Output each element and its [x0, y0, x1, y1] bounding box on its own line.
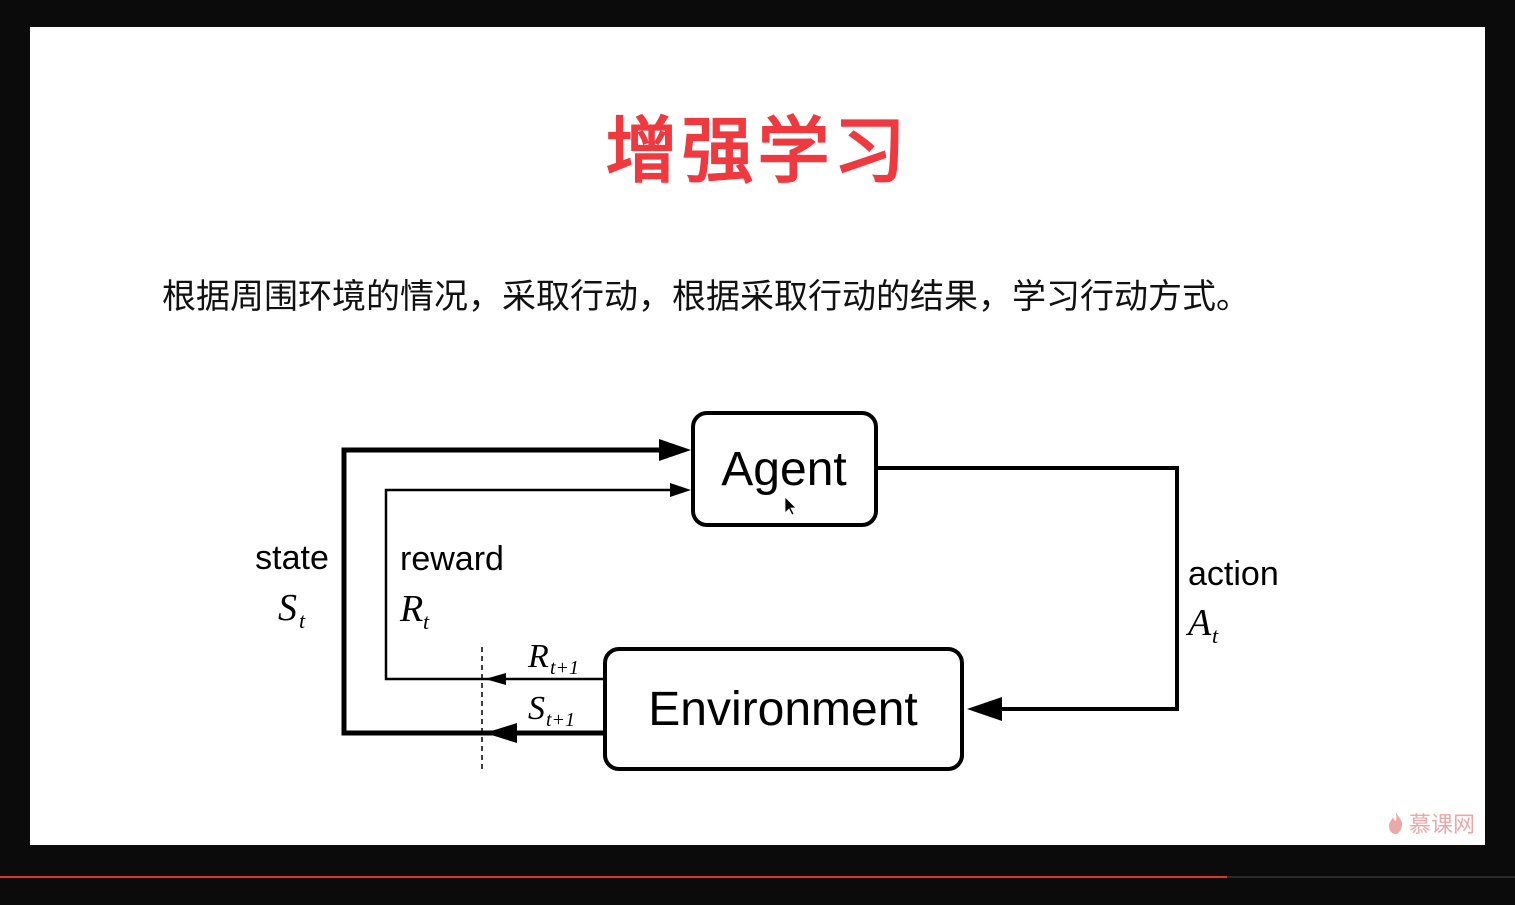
- state-arrow: [341, 439, 691, 743]
- environment-label: Environment: [648, 683, 917, 736]
- rl-loop-diagram: Agent Environment state S t: [255, 411, 1279, 772]
- action-arrow: [876, 466, 1179, 721]
- mouse-cursor-icon: [784, 496, 797, 516]
- flame-icon: [1388, 812, 1403, 834]
- reward-arrow: [384, 483, 691, 685]
- slide-title: 增强学习: [605, 109, 910, 193]
- next-reward-subscript: t+1: [550, 657, 579, 679]
- video-progress-fill: [0, 876, 1228, 878]
- action-subscript: t: [1212, 623, 1219, 648]
- watermark-text: 慕课网: [1408, 813, 1475, 838]
- reward-subscript: t: [423, 609, 430, 634]
- next-state-subscript: t+1: [546, 709, 575, 731]
- next-reward-symbol: R: [527, 638, 549, 675]
- reward-label: reward: [400, 540, 504, 578]
- state-symbol: S: [278, 587, 297, 629]
- action-label: action: [1188, 555, 1279, 593]
- action-symbol: A: [1185, 602, 1212, 644]
- environment-box: Environment: [603, 647, 964, 771]
- video-progress-bar[interactable]: [0, 876, 1515, 878]
- slide: 增强学习 根据周围环境的情况，采取行动，根据采取行动的结果，学习行动方式。 Ag…: [30, 27, 1485, 845]
- reward-symbol: R: [399, 588, 423, 630]
- slide-subtitle: 根据周围环境的情况，采取行动，根据采取行动的结果，学习行动方式。: [162, 277, 1250, 317]
- watermark: 慕课网: [1387, 807, 1475, 839]
- next-state-symbol: S: [528, 690, 545, 727]
- state-subscript: t: [299, 608, 306, 633]
- agent-label: Agent: [721, 443, 846, 496]
- state-label: state: [255, 539, 329, 577]
- agent-box: Agent: [691, 411, 878, 527]
